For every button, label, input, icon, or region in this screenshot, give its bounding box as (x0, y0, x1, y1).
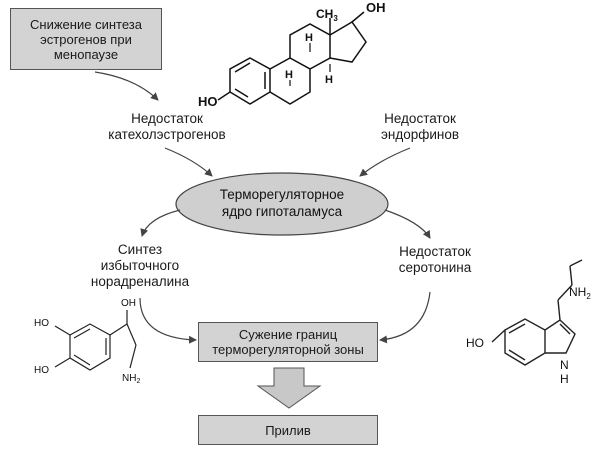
arrow-ellipse-to-noradrenaline (140, 209, 181, 237)
arrow-serotonin-to-narrowing (379, 291, 431, 344)
arrow-noradrenaline-to-narrowing (139, 297, 197, 344)
serotonin-structure (491, 259, 583, 366)
noradrenaline-ho-bottom-label: HO (34, 365, 49, 376)
noradrenaline-oh-label: OH (121, 298, 136, 309)
estradiol-h-label-2: H (305, 32, 313, 44)
noradrenaline-label: Синтез избыточного норадреналина (90, 242, 190, 289)
hypothalamus-line1: Терморегуляторное (220, 187, 344, 202)
hypothalamus-line2: ядро гипоталамуса (222, 204, 343, 219)
estradiol-ch3-label: CH3 (316, 7, 338, 23)
serotonin-label: Недостаток серотонина (398, 244, 472, 275)
narrowing-text: Сужение границ терморегуляторной зоны (212, 327, 364, 357)
serotonin-nh2-label: NH2 (569, 285, 591, 301)
estradiol-h-label-3: H (325, 74, 333, 86)
menopause-text: Снижение синтеза эстрогенов при менопауз… (30, 16, 142, 62)
endorphin-label: Недостаток эндорфинов (380, 111, 460, 142)
flush-text: Прилив (265, 422, 311, 438)
estradiol-ho-label: HO (198, 94, 218, 109)
noradrenaline-nh2-label: NH2 (122, 373, 140, 385)
arrow-ellipse-to-serotonin (384, 209, 431, 239)
arrow-catechol-to-ellipse (164, 147, 213, 177)
serotonin-h-label: H (560, 372, 569, 386)
menopause-box: Снижение синтеза эстрогенов при менопауз… (10, 8, 162, 70)
catechol-label: Недостаток катехолэстрогенов (108, 111, 226, 142)
estradiol-oh-label: OH (366, 0, 386, 15)
arrow-endorphin-to-ellipse (359, 147, 411, 177)
serotonin-n-label: N (560, 358, 569, 372)
flush-box: Прилив (198, 415, 378, 445)
noradrenaline-ho-top-label: HO (34, 318, 49, 329)
noradrenaline-structure (54, 310, 137, 371)
serotonin-ho-label: HO (466, 336, 484, 350)
estradiol-structure (217, 11, 367, 105)
block-arrow-down (256, 367, 322, 409)
arrow-menopause-to-catechol (94, 71, 159, 101)
hypothalamus-ellipse (175, 172, 389, 236)
narrowing-box: Сужение границ терморегуляторной зоны (198, 322, 378, 362)
estradiol-h-label-1: H (285, 69, 293, 81)
